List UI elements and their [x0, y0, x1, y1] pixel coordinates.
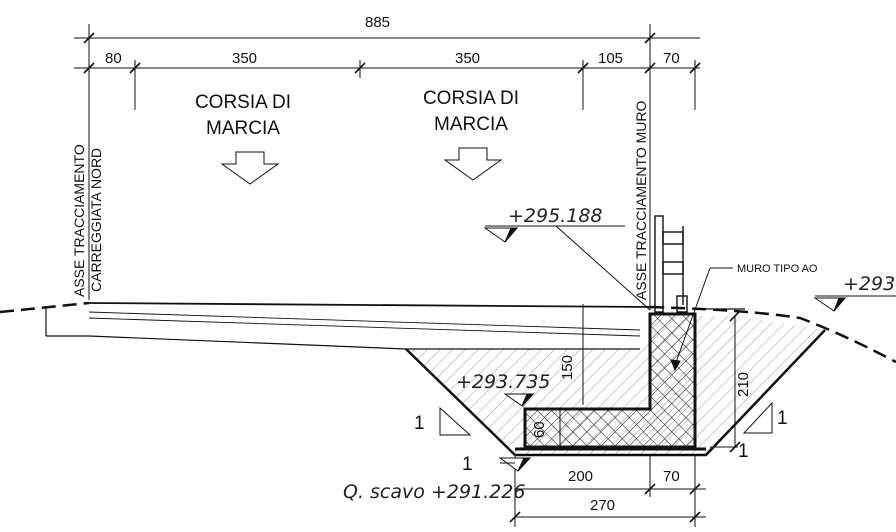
lane-left-line2: MARCIA	[206, 118, 280, 139]
axis-left-line2: CARREGGIATA NORD	[88, 148, 104, 292]
elevation-marker-top	[483, 225, 651, 311]
elevation-marker-excavation	[498, 457, 532, 472]
elevation-right: +293	[843, 273, 895, 295]
elevation-marker-mid	[503, 393, 535, 407]
slope-mark-2: 1	[777, 408, 788, 429]
elevation-excavation: Q. scavo +291.226	[343, 481, 525, 503]
excavation-outline	[405, 305, 896, 457]
elevation-top: +295.188	[508, 205, 603, 227]
dim-210: 210	[735, 372, 752, 397]
dimension-chain	[74, 24, 701, 310]
axis-left-line1: ASSE TRACCIAMENTO	[71, 144, 87, 297]
pavement	[0, 301, 651, 350]
slope-triangles	[439, 401, 773, 464]
dim-105: 105	[598, 50, 623, 67]
wall-label: MURO TIPO AO	[737, 263, 818, 275]
wall-dimensions	[509, 310, 741, 527]
lane-right-line1: CORSIA DI	[423, 88, 519, 109]
slope-mark-3: 1	[462, 454, 473, 475]
elevation-marker-right	[813, 295, 896, 312]
slope-mark-4: 1	[738, 441, 749, 462]
dim-350-left: 350	[232, 50, 257, 67]
dim-270: 270	[590, 497, 615, 514]
barrier-icon	[654, 215, 688, 313]
lane-right-line2: MARCIA	[434, 114, 508, 135]
elevation-mid: +293.735	[456, 371, 551, 393]
dim-70-top: 70	[663, 50, 680, 67]
dim-150: 150	[559, 355, 576, 380]
slope-mark-1: 1	[414, 413, 425, 434]
wall-label-leader	[670, 267, 733, 372]
axis-right-label: ASSE TRACCIAMENTO MURO	[633, 100, 649, 300]
fill-hatch	[406, 316, 825, 455]
dim-70-bottom: 70	[663, 468, 680, 485]
dim-80: 80	[105, 50, 122, 67]
dim-60: 60	[531, 421, 548, 438]
lane-left-line1: CORSIA DI	[195, 92, 291, 113]
dim-total: 885	[365, 14, 390, 31]
retaining-wall	[523, 312, 697, 449]
dim-200: 200	[568, 468, 593, 485]
arrow-down-icon	[443, 147, 503, 181]
dim-350-right: 350	[455, 50, 480, 67]
arrow-down-icon	[220, 151, 280, 185]
